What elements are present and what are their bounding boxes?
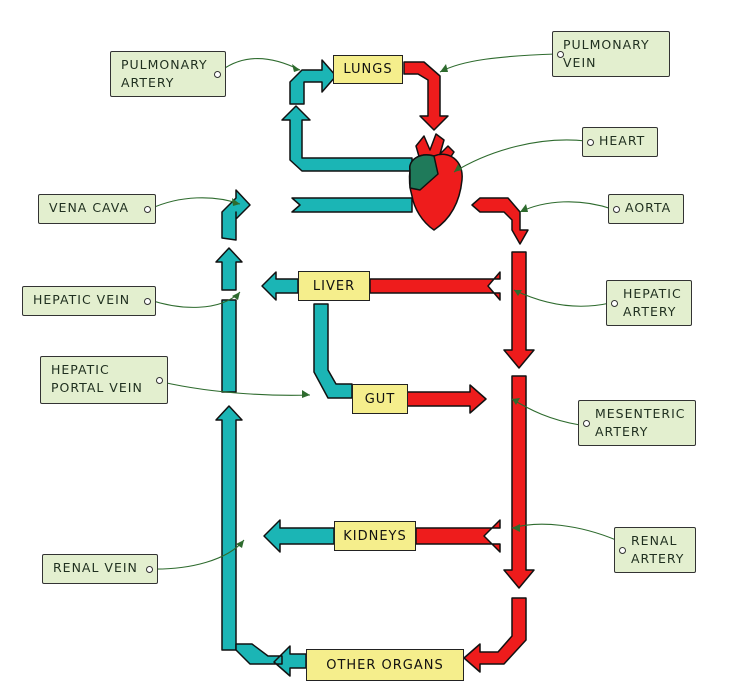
pulmonary-artery-vessel xyxy=(281,105,413,172)
tag-line: ARTERY xyxy=(623,304,677,319)
tag-hepatic-artery: HEPATIC ARTERY xyxy=(606,280,692,326)
liver-box: LIVER xyxy=(298,271,370,301)
artery-trunk-3 xyxy=(463,597,527,673)
tag-hole-icon xyxy=(587,138,594,146)
tag-mesenteric-artery: MESENTERIC ARTERY xyxy=(578,400,696,446)
tag-line: AORTA xyxy=(625,200,672,215)
tag-hole-icon xyxy=(613,205,620,213)
gut-label: GUT xyxy=(364,391,396,407)
tag-hole-icon xyxy=(214,70,221,78)
artery-trunk-1 xyxy=(503,251,535,369)
tag-hole-icon xyxy=(557,50,564,58)
tag-hole-icon xyxy=(146,565,153,573)
tag-line: RENAL VEIN xyxy=(53,560,138,575)
mesenteric-artery-vessel xyxy=(405,384,487,414)
vein-trunk-3 xyxy=(215,405,243,651)
tag-pulmonary-vein: PULMONARY VEIN xyxy=(552,31,670,77)
renal-vein-vessel xyxy=(263,519,335,553)
tag-line: MESENTERIC xyxy=(595,406,686,421)
tag-line: VEIN xyxy=(563,55,597,70)
tag-line: RENAL xyxy=(631,533,678,548)
tag-hole-icon xyxy=(156,376,163,384)
tag-hole-icon xyxy=(619,546,626,554)
pulmonary-artery-upper xyxy=(289,59,337,105)
vein-trunk-1 xyxy=(215,247,243,291)
tag-line: HEART xyxy=(599,133,646,148)
tag-hole-icon xyxy=(611,299,618,307)
gut-box: GUT xyxy=(352,384,408,414)
aorta-vessel xyxy=(471,197,529,245)
tag-line: HEPATIC xyxy=(623,286,682,301)
other-organs-vein-vessel xyxy=(235,643,307,677)
tag-pulmonary-artery: PULMONARY ARTERY xyxy=(110,51,226,97)
other-organs-box: OTHER ORGANS xyxy=(306,649,464,681)
tag-hole-icon xyxy=(144,297,151,305)
hepatic-artery-vessel xyxy=(369,271,501,301)
tag-line: ARTERY xyxy=(595,424,649,439)
kidneys-label: KIDNEYS xyxy=(343,528,407,544)
liver-label: LIVER xyxy=(312,278,356,294)
renal-artery-vessel xyxy=(415,519,501,553)
hepatic-portal-vessel xyxy=(313,303,353,399)
pulmonary-vein-vessel xyxy=(403,61,449,131)
tag-hole-icon xyxy=(583,419,590,427)
tag-line: VENA CAVA xyxy=(49,200,130,215)
other-organs-label: OTHER ORGANS xyxy=(326,657,444,673)
hepatic-vein-vessel xyxy=(261,271,299,301)
tag-heart: HEART xyxy=(582,127,658,157)
tag-line: ARTERY xyxy=(121,75,175,90)
tag-line: ARTERY xyxy=(631,551,685,566)
artery-trunk-2 xyxy=(503,375,535,589)
heart-top-chamber xyxy=(409,154,439,191)
kidneys-box: KIDNEYS xyxy=(334,521,416,551)
tag-line: HEPATIC VEIN xyxy=(33,292,131,307)
lungs-label: LUNGS xyxy=(343,62,393,77)
tag-renal-vein: RENAL VEIN xyxy=(42,554,158,584)
tag-renal-artery: RENAL ARTERY xyxy=(614,527,696,573)
tag-hepatic-portal-vein: HEPATIC PORTAL VEIN xyxy=(40,356,168,404)
lungs-box: LUNGS xyxy=(333,55,403,84)
tag-line: PULMONARY xyxy=(121,57,208,72)
tag-line: HEPATIC xyxy=(51,362,110,377)
vein-trunk-2 xyxy=(221,299,237,393)
tag-hepatic-vein: HEPATIC VEIN xyxy=(22,286,156,316)
tag-hole-icon xyxy=(144,205,151,213)
vena-cava-vessel xyxy=(221,189,251,241)
tag-line: PULMONARY xyxy=(563,37,650,52)
tag-vena-cava: VENA CAVA xyxy=(38,194,156,224)
tag-aorta: AORTA xyxy=(608,194,684,224)
tag-line: PORTAL VEIN xyxy=(51,380,143,395)
vena-cava-horizontal xyxy=(291,197,413,213)
